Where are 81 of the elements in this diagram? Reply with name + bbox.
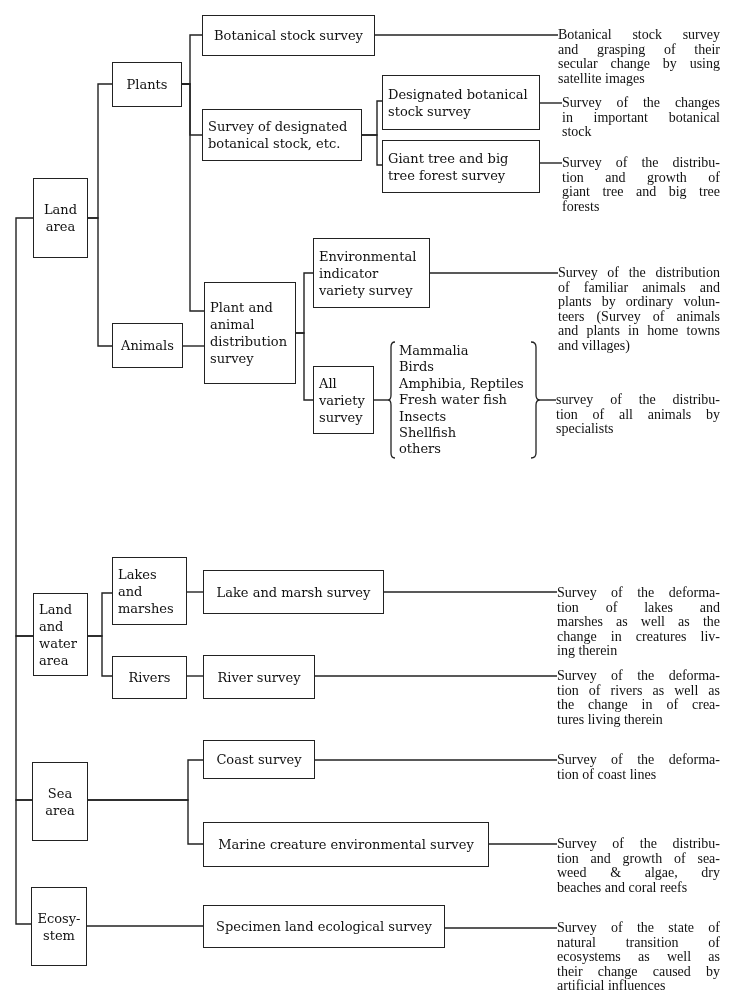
survey-box [204,282,296,384]
description-text: Survey of the changes in important botanical stock [562,96,720,140]
survey-box [203,740,315,779]
survey-label: Environmental indicator variety survey [319,247,418,299]
survey-label: Giant tree and big tree forest survey [388,149,510,184]
list-item: Mammalia [399,343,469,360]
connector-line [314,759,558,761]
survey-label: Coast survey [215,751,303,768]
connector-line [87,635,113,677]
connector-line [314,675,558,677]
connector-line [186,591,204,593]
description-text: Survey of the distribu- tion and growth of sea- weed & algae, dry beaches and coral reefs [557,837,720,895]
area-box [33,593,88,676]
list-item: Amphibia, Reptiles [399,375,524,393]
list-item: others [399,441,441,458]
survey-label: Specimen land ecological survey [215,918,433,935]
survey-box [382,140,540,193]
connector-line [295,332,314,401]
connector-line [361,134,383,166]
survey-box [203,905,445,948]
survey-label: Lake and marsh survey [215,583,372,601]
connector-line [87,799,204,845]
survey-label: Designated botanical stock survey [388,85,529,120]
category-label: Plants [125,76,169,93]
survey-label: Marine creature environmental survey [217,836,475,853]
category-box [112,323,183,368]
connector-line [539,162,563,164]
description-text: Survey of the deforma- tion of rivers as well as the change in of crea- tures living therein [557,669,720,727]
category-label: Animals [120,337,175,354]
connector-line [182,345,205,347]
description-text: Botanical stock survey and grasping of their secular change by using satellite images [558,28,720,86]
survey-label: Plant and animal distribution survey [210,299,289,367]
connector-line [539,102,563,104]
description-text: survey of the distribu- tion of all animals by specialists [556,393,720,437]
list-item: Shellfish [399,425,456,442]
connector-line [181,83,205,312]
connector-line [374,34,559,36]
connector-line [15,217,34,637]
survey-box [202,15,375,56]
area-box [32,762,88,841]
description-text: Survey of the deforma- tion of lakes and marshes as well as the change in creatures liv- ing therein [557,586,720,659]
survey-label: All variety survey [319,374,366,426]
survey-box [313,238,430,308]
area-box [31,887,87,966]
description-text: Survey of the state of natural transition of ecosystems as well as their change caused by artificial influences [557,921,720,994]
survey-label: Survey of designated botanical stock, etc. [208,118,349,152]
area-label: Sea area [44,784,76,819]
list-item: Insects [399,408,447,426]
area-label: Land area [42,201,79,235]
connector-line [87,217,113,347]
survey-box [382,75,540,130]
connector-line [373,399,389,401]
survey-box [203,822,489,867]
survey-box [313,366,374,434]
area-label: Ecosy- stem [37,909,81,944]
connector-line [429,272,559,274]
description-text: Survey of the deforma- tion of coast lines [557,753,720,782]
list-item: Birds [399,359,434,376]
connector-line [15,635,34,801]
area-box [33,178,88,258]
connector-line [488,843,558,845]
connector-line [86,925,204,927]
connector-line [539,399,557,401]
survey-label: River survey [216,668,302,686]
category-label: Rivers [127,669,172,686]
connector-line [15,799,33,925]
category-box [112,656,187,699]
category-label: Lakes and marshes [118,565,175,617]
survey-box [202,109,362,161]
description-text: Survey of the distribution of familiar animals and plants by ordinary volun- teers (Survey of animals and plants in home towns and villages) [558,266,720,353]
category-box [112,62,182,107]
survey-label: Botanical stock survey [213,27,364,44]
connector-line [383,591,558,593]
category-box [112,557,187,625]
connector-line [186,675,204,677]
description-text: Survey of the distribu- tion and growth of giant tree and big tree forests [562,156,720,214]
survey-box [203,655,315,699]
connector-line [444,927,558,929]
survey-box [203,570,384,614]
list-item: Fresh water fish [399,392,507,409]
area-label: Land and water area [39,600,78,669]
